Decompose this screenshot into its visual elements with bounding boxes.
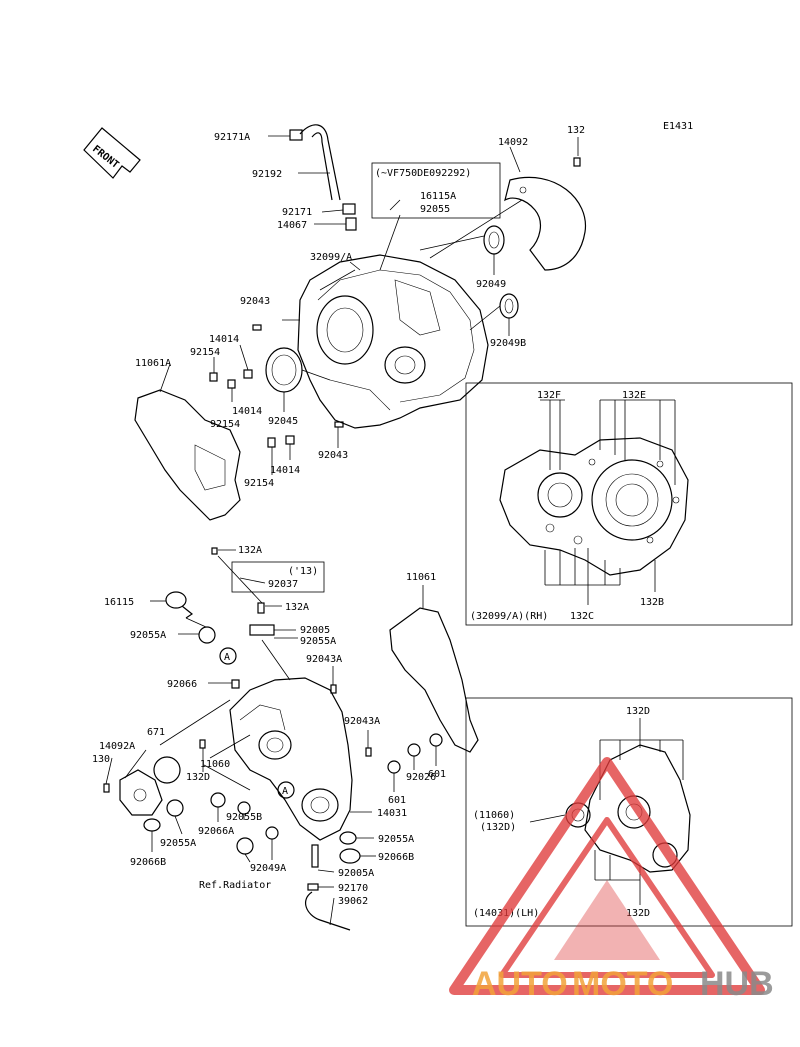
label-601-a: 601: [428, 769, 446, 780]
label-14092: 14092: [498, 137, 528, 148]
label-14031: 14031: [377, 808, 407, 819]
oil-seal-92049b: [499, 293, 519, 319]
left-crankcase-cover: [229, 677, 353, 841]
label-11061: 11061: [406, 572, 436, 583]
label-92154-a: 92154: [190, 347, 220, 358]
part-labels: 92171A 92192 14092 132 (~VF750DE092292) …: [92, 125, 664, 919]
reference-circle-a-1: [219, 647, 237, 665]
label-92055: 92055: [420, 204, 450, 215]
label-130: 130: [92, 754, 110, 765]
label-92066b-b: 92066B: [130, 857, 166, 868]
gasket-11061a: [134, 389, 241, 521]
label-92066b-a: 92066B: [378, 852, 414, 863]
label-92005a: 92005A: [338, 868, 374, 879]
label-132e: 132E: [622, 390, 646, 401]
pipe-92005: [211, 547, 275, 636]
note-13-box: [231, 561, 325, 593]
rh-detail-box: [465, 382, 793, 626]
reference-circle-a-2: [277, 781, 295, 799]
label-132d-l: 132D: [186, 772, 210, 783]
gasket-11061: [389, 607, 479, 753]
label-92037: 92037: [268, 579, 298, 590]
label-92055a-a: 92055A: [300, 636, 336, 647]
label-132f: 132F: [537, 390, 561, 401]
label-92045: 92045: [268, 416, 298, 427]
label-671: 671: [147, 727, 165, 738]
label-92043a-b: 92043A: [344, 716, 380, 727]
label-14014-c: 14014: [270, 465, 300, 476]
label-13-note: ('13): [288, 566, 318, 577]
label-132d-bottom: 132D: [626, 908, 650, 919]
label-92049b: 92049B: [490, 338, 526, 349]
label-92192: 92192: [252, 169, 282, 180]
label-14014-b: 14014: [232, 406, 262, 417]
watermark-hub: HUB: [700, 965, 774, 1003]
label-92055b: 92055B: [226, 812, 262, 823]
label-92066: 92066: [167, 679, 197, 690]
oil-filler-cap-16115: [165, 591, 194, 619]
label-92043a-a: 92043A: [306, 654, 342, 665]
label-92055a-d: 92055A: [378, 834, 414, 845]
label-92043-a: 92043: [240, 296, 270, 307]
label-92170: 92170: [338, 883, 368, 894]
label-601-b: 601: [388, 795, 406, 806]
seal-92045: [265, 347, 303, 393]
label-32099a: 32099/A: [310, 252, 352, 263]
label-14092a: 14092A: [99, 741, 135, 752]
cover-plate-14092: [504, 176, 587, 271]
label-92171a: 92171A: [214, 132, 250, 143]
reference-circle-a-1-label: A: [224, 652, 230, 663]
label-92043-b: 92043: [318, 450, 348, 461]
watermark-auto: AUTO: [472, 965, 568, 1003]
label-132a-b: 132A: [285, 602, 309, 613]
label-92171: 92171: [282, 207, 312, 218]
label-14014-a: 14014: [209, 334, 239, 345]
label-ref-radiator: Ref.Radiator: [199, 880, 271, 891]
label-92154-b: 92154: [210, 419, 240, 430]
lh-detail-box: [465, 697, 793, 927]
automotohub-watermark-logo: [449, 757, 765, 995]
label-32099a-rh: (32099/A)(RH): [470, 611, 548, 622]
label-132: 132: [567, 125, 585, 136]
oil-seal-92049: [483, 225, 505, 255]
reference-circle-a-2-label: A: [282, 786, 288, 797]
label-92026: 92026: [406, 772, 436, 783]
label-132a-a: 132A: [238, 545, 262, 556]
label-11061a: 11061A: [135, 358, 171, 369]
label-16115a: 16115A: [420, 191, 456, 202]
small-parts-lower: [103, 679, 443, 931]
label-92049a: 92049A: [250, 863, 286, 874]
label-132c: 132C: [570, 611, 594, 622]
label-11060: 11060: [200, 759, 230, 770]
label-92154-c: 92154: [244, 478, 274, 489]
label-16115: 16115: [104, 597, 134, 608]
label-11060-box: (11060): [473, 810, 515, 821]
label-92055a-c: 92055A: [160, 838, 196, 849]
watermark-moto: MOTO: [572, 965, 673, 1003]
right-crankcase-cover: [297, 254, 489, 429]
o-ring-92055a: [198, 626, 216, 644]
label-vf-note: (~VF750DE092292): [375, 168, 471, 179]
label-92055a-b: 92055A: [130, 630, 166, 641]
label-132d-top: 132D: [626, 706, 650, 717]
top-leader-lines: [159, 135, 579, 475]
front-arrow-icon: FRONT: [83, 127, 141, 179]
label-14067: 14067: [277, 220, 307, 231]
label-92049: 92049: [476, 279, 506, 290]
label-39062: 39062: [338, 896, 368, 907]
label-92005: 92005: [300, 625, 330, 636]
cover-14092a: [119, 769, 163, 816]
watermark-text: AUTO MOTO HUB: [472, 965, 774, 1003]
lower-leader-lines: [105, 549, 437, 926]
label-132b: 132B: [640, 597, 664, 608]
label-92066a: 92066A: [198, 826, 234, 837]
o-ring-671: [153, 756, 181, 784]
label-132d-box: (132D): [480, 822, 516, 833]
diagram-code: E1431: [663, 121, 693, 132]
